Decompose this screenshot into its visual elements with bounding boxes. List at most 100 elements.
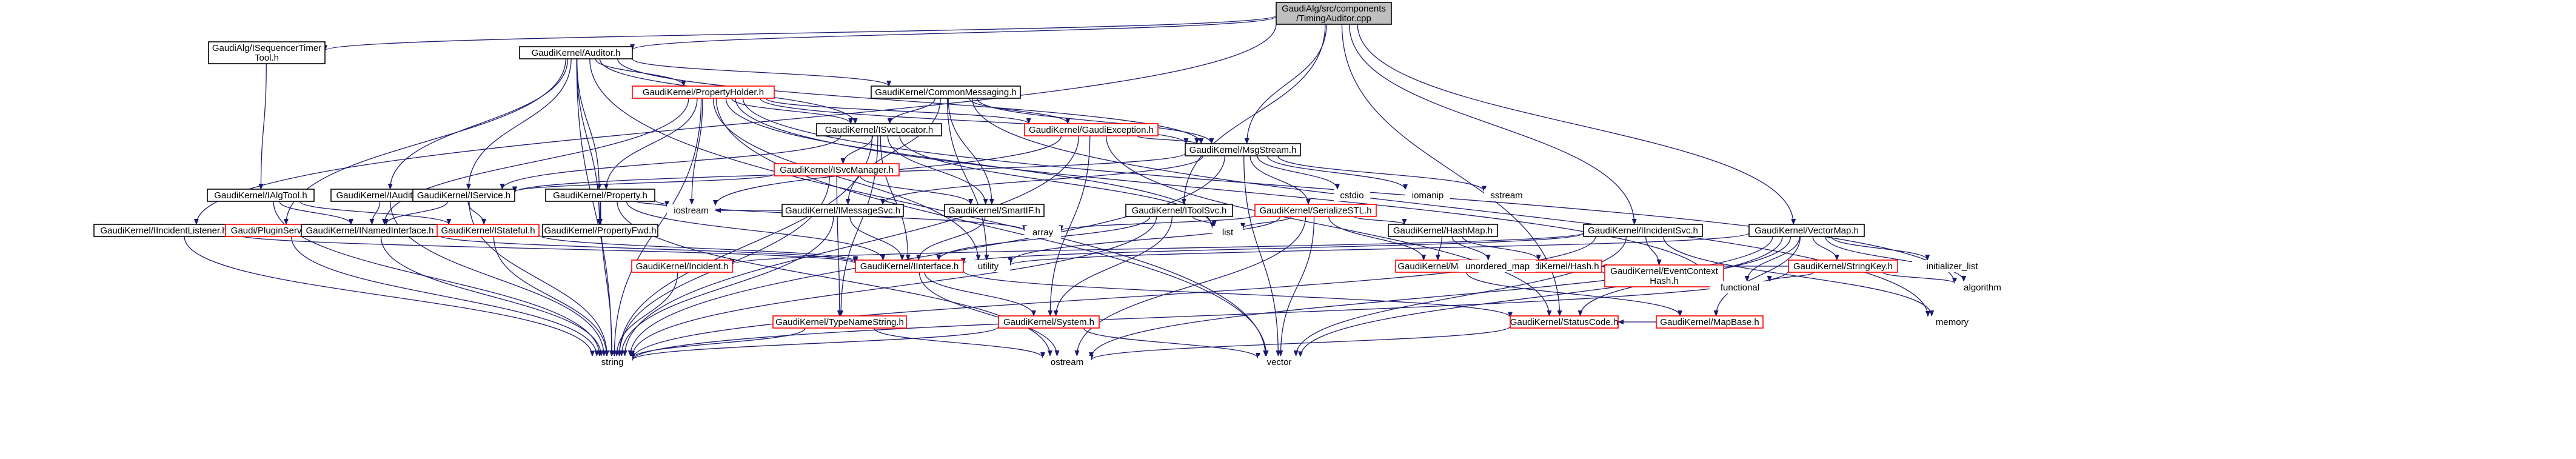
edge-msgstream-to-serializestl [1250, 155, 1311, 205]
edge-system-to-vector [1083, 327, 1260, 359]
node-hashmap[interactable]: GaudiKernel/HashMap.h [1388, 224, 1498, 237]
edge-propholder-to-functional [735, 98, 1712, 283]
edge-msgstream-to-string [627, 155, 1225, 357]
edge-itoolsvc-to-system [1053, 216, 1173, 317]
node-box [774, 163, 900, 176]
node-ialgtool[interactable]: GaudiKernel/IAlgTool.h [207, 189, 315, 202]
node-statuscode[interactable]: GaudiKernel/StatusCode.h [1510, 315, 1619, 329]
edge-auditor-to-property [577, 58, 602, 190]
edge-serializestl-to-utility [1008, 216, 1280, 263]
edge-commonmsg-to-utility [946, 98, 989, 261]
node-propertyfwd[interactable]: GaudiKernel/PropertyFwd.h [542, 224, 658, 237]
node-label: iostream [674, 206, 709, 216]
node-box [1955, 281, 2010, 293]
edge-itoolsvc-to-string [630, 216, 1157, 358]
node-isvclocator[interactable]: GaudiKernel/ISvcLocator.h [816, 123, 942, 136]
edge-iservice-to-istateful [467, 201, 487, 225]
node-property[interactable]: GaudiKernel/Property.h [545, 189, 655, 202]
edge-imessagesvc-to-string [619, 216, 834, 357]
node-vectormap[interactable]: GaudiKernel/VectorMap.h [1748, 224, 1865, 237]
node-label: GaudiKernel/IMessageSvc.h [785, 206, 900, 216]
edge-serializestl-to-array [1059, 215, 1256, 232]
node-label: list [1222, 227, 1234, 238]
node-iservice[interactable]: GaudiKernel/IService.h [412, 189, 515, 202]
edge-gaudiexc-to-system [1048, 135, 1091, 317]
node-system[interactable]: GaudiKernel/System.h [998, 315, 1100, 329]
edge-serializestl-to-vector [1278, 216, 1315, 357]
edge-commonmsg-to-smartif [948, 98, 994, 205]
edge-vectormap-to-functional [1744, 236, 1800, 282]
edge-iincidentlistener-to-string [184, 236, 595, 357]
node-list: list [1213, 226, 1243, 238]
edge-propholder-to-iostream [689, 98, 703, 205]
edge-commonmsg-to-isvclocator [887, 98, 935, 124]
node-iincidentlistener[interactable]: GaudiKernel/IIncidentListener.h [93, 224, 234, 237]
node-box [1459, 260, 1536, 272]
node-ostream: ostream [1043, 356, 1091, 368]
node-label: GaudiKernel/GaudiException.h [1029, 125, 1154, 135]
node-inamedinterface[interactable]: GaudiKernel/INamedInterface.h [301, 224, 439, 237]
node-box [1276, 2, 1392, 25]
node-cstdio: cstdio [1334, 189, 1370, 201]
node-auditor[interactable]: GaudiKernel/Auditor.h [519, 46, 633, 59]
node-serializestl[interactable]: GaudiKernel/SerializeSTL.h [1254, 204, 1377, 217]
edge-commonmsg-to-msgstream [976, 98, 1214, 144]
node-gaudiexc[interactable]: GaudiKernel/GaudiException.h [1024, 123, 1159, 136]
node-mapbase[interactable]: GaudiKernel/MapBase.h [1656, 315, 1764, 329]
node-label: /TimingAuditor.cpp [1296, 13, 1371, 24]
edge-serializestl-to-hashmap [1353, 216, 1407, 225]
edge-propholder-to-list [725, 98, 1215, 229]
edge-propholder-to-inamedinterface [382, 98, 689, 225]
edge-root-to-auditor [630, 16, 1277, 51]
edge-istateful-to-iinterface [538, 234, 858, 263]
edge-vectormap-to-stringkey [1812, 236, 1839, 261]
node-label: GaudiKernel/Auditor.h [532, 48, 621, 58]
node-propholder[interactable]: GaudiKernel/PropertyHolder.h [632, 85, 775, 99]
node-smartif[interactable]: GaudiKernel/SmartIF.h [944, 204, 1045, 217]
edge-property-to-iostream [636, 201, 669, 207]
edge-incident-to-string [614, 272, 678, 357]
edge-iinterface-to-ostream [918, 272, 1060, 357]
node-box [1928, 316, 1976, 328]
edge-auditor-to-iservice [466, 58, 572, 190]
node-root[interactable]: GaudiAlg/src/components/TimingAuditor.cp… [1276, 2, 1392, 25]
node-label: algorithm [1964, 283, 2001, 293]
node-label: GaudiKernel/PropertyFwd.h [544, 226, 656, 236]
node-itoolsvc[interactable]: GaudiKernel/IToolSvc.h [1125, 204, 1233, 217]
node-map[interactable]: GaudiKernel/Map.h [1395, 260, 1479, 273]
node-box [519, 46, 633, 59]
node-isvcmanager[interactable]: GaudiKernel/ISvcManager.h [774, 163, 900, 176]
node-algorithm: algorithm [1955, 281, 2010, 293]
edge-vectormap-to-vector [1298, 236, 1783, 358]
node-label: GaudiKernel/PropertyHolder.h [643, 87, 764, 98]
edge-ialgtool-to-istateful [299, 201, 452, 225]
edge-ipluginservice-to-string [290, 236, 600, 357]
node-box [207, 189, 315, 202]
node-iincidentsvc[interactable]: GaudiKernel/IIncidentSvc.h [1583, 224, 1703, 237]
node-imessagesvc[interactable]: GaudiKernel/IMessageSvc.h [781, 204, 904, 217]
edge-propholder-to-vector [715, 98, 1269, 357]
edge-iinterface-to-statuscode [963, 270, 1513, 318]
edge-map-to-mapbase [1466, 272, 1683, 317]
edge-msgstream-to-vector [1243, 155, 1281, 357]
node-iauditor[interactable]: GaudiKernel/IAuditor.h [330, 189, 433, 202]
edge-serializestl-to-ostream [1074, 216, 1306, 357]
edge-propholder-to-property [604, 98, 698, 190]
node-incident[interactable]: GaudiKernel/Incident.h [631, 260, 733, 273]
node-label: functional [1721, 283, 1759, 293]
edge-msgstream-to-sstream [1277, 155, 1487, 192]
edge-inamedinterface-to-iinterface [438, 234, 858, 264]
node-label: initializer_list [1926, 261, 1978, 272]
node-istateful[interactable]: GaudiKernel/IStateful.h [437, 224, 540, 237]
edge-vectormap-to-algorithm [1825, 236, 1967, 282]
node-box [437, 224, 540, 237]
node-commonmsg[interactable]: GaudiKernel/CommonMessaging.h [871, 85, 1021, 99]
node-iinterface[interactable]: GaudiKernel/IInterface.h [855, 260, 964, 273]
node-functional: functional [1710, 281, 1770, 293]
node-msgstream[interactable]: GaudiKernel/MsgStream.h [1185, 143, 1301, 156]
edge-isvclocator-to-iinterface [880, 135, 911, 261]
node-typenamestring[interactable]: GaudiKernel/TypeNameString.h [772, 315, 907, 329]
node-stringkey[interactable]: GaudiKernel/StringKey.h [1788, 260, 1898, 273]
